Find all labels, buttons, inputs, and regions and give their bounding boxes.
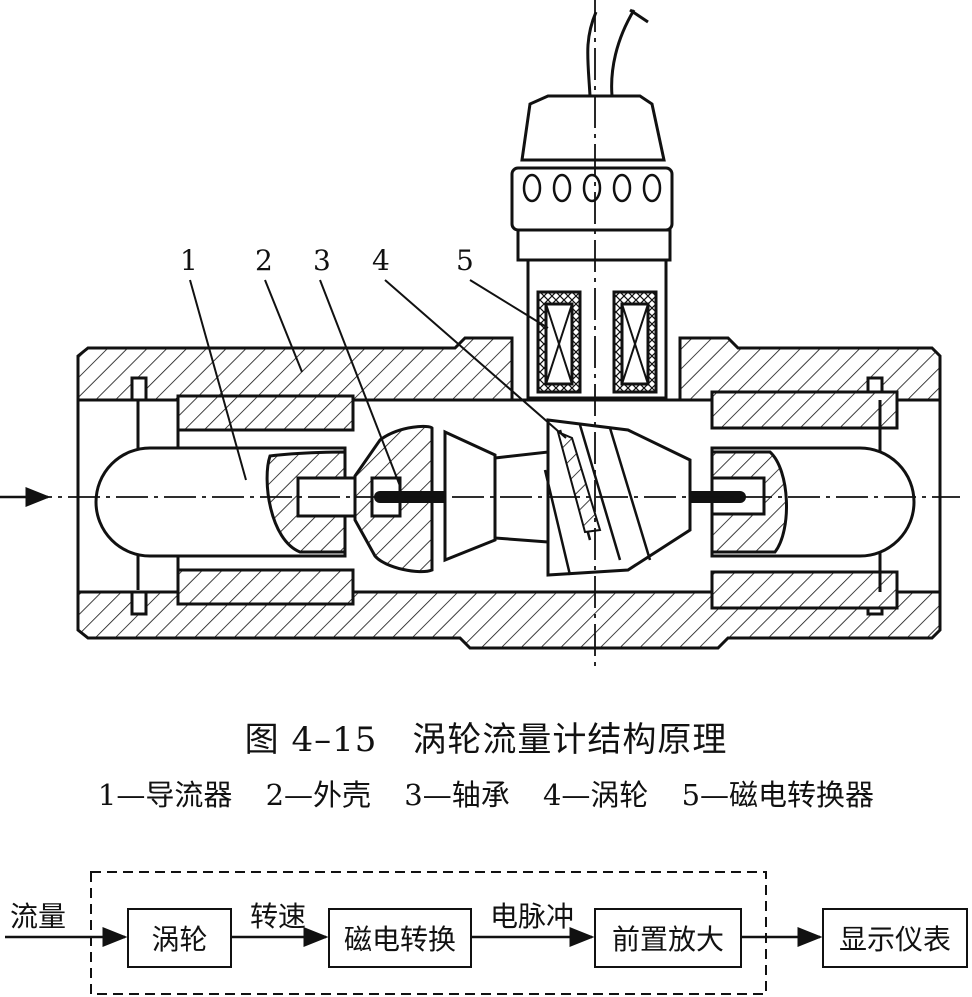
pulse-label: 电脉冲 <box>490 900 575 933</box>
input-label: 流量 <box>10 900 67 933</box>
legend-item-3: 3—轴承 <box>404 778 510 812</box>
block-magnetoelectric: 磁电转换 <box>328 908 472 968</box>
centerlines <box>0 0 960 670</box>
block-diagram-lines <box>5 871 823 995</box>
block-display: 显示仪表 <box>822 908 968 968</box>
part-number-3: 3 <box>313 244 331 277</box>
part-number-1: 1 <box>180 244 198 277</box>
turbine-flowmeter-drawing <box>0 0 960 670</box>
part-number-5: 5 <box>456 244 474 277</box>
legend-item-2: 2—外壳 <box>265 778 372 812</box>
sensor-boundary <box>90 871 767 995</box>
speed-label: 转速 <box>250 900 307 933</box>
block-preamplifier: 前置放大 <box>594 908 742 968</box>
leader-lines <box>189 279 567 487</box>
legend-item-1: 1—导流器 <box>97 778 233 812</box>
legend-item-4: 4—涡轮 <box>542 778 649 812</box>
part-number-4: 4 <box>372 244 390 277</box>
figure-title: 图 4–15 涡轮流量计结构原理 <box>244 720 728 760</box>
legend-item-5: 5—磁电转换器 <box>681 778 875 812</box>
parts-legend: 1—导流器 2—外壳 3—轴承 4—涡轮 5—磁电转换器 <box>0 772 972 814</box>
block-turbine: 涡轮 <box>127 908 232 968</box>
magnetoelectric-converter <box>510 8 674 400</box>
right-flow-guide <box>710 390 916 610</box>
part-number-2: 2 <box>255 244 273 277</box>
